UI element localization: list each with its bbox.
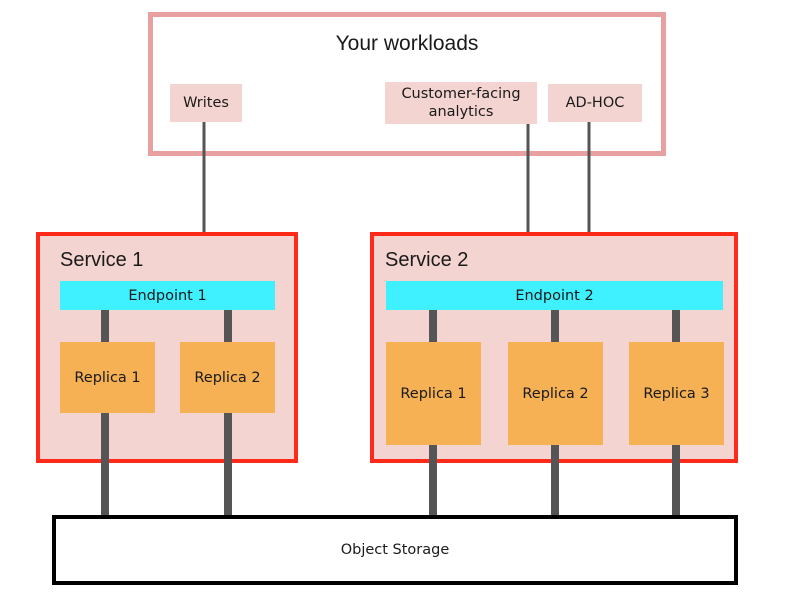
connector-s2-replica-1-to-storage xyxy=(429,445,437,517)
service-1-title: Service 1 xyxy=(60,249,144,271)
workload-chip-analytics[interactable]: Customer-facing analytics xyxy=(385,82,537,124)
connector-s2-replica-3-to-storage xyxy=(672,445,680,517)
connector-endpoint-2-to-s2-replica-1 xyxy=(429,310,437,342)
service-2-title: Service 2 xyxy=(385,249,469,271)
connector-endpoint-1-to-s1-replica-1 xyxy=(101,310,109,342)
service-2-endpoint[interactable]: Endpoint 2 xyxy=(386,281,723,310)
workloads-title: Your workloads xyxy=(335,32,479,55)
service-2-replica-2[interactable]: Replica 2 xyxy=(508,342,603,445)
connector-endpoint-2-to-s2-replica-2 xyxy=(551,310,559,342)
workload-chip-adhoc[interactable]: AD-HOC xyxy=(548,84,642,122)
object-storage-container[interactable]: Object Storage xyxy=(52,515,738,585)
service-1-endpoint[interactable]: Endpoint 1 xyxy=(60,281,275,310)
service-1-replica-1[interactable]: Replica 1 xyxy=(60,342,155,413)
service-2-replica-1[interactable]: Replica 1 xyxy=(386,342,481,445)
service-2-replica-3[interactable]: Replica 3 xyxy=(629,342,724,445)
connector-s2-replica-2-to-storage xyxy=(551,445,559,517)
connector-endpoint-2-to-s2-replica-3 xyxy=(672,310,680,342)
connector-s1-replica-2-to-storage xyxy=(224,413,232,517)
service-1-replica-2[interactable]: Replica 2 xyxy=(180,342,275,413)
connector-endpoint-1-to-s1-replica-2 xyxy=(224,310,232,342)
workload-chip-writes[interactable]: Writes xyxy=(170,84,242,122)
connector-s1-replica-1-to-storage xyxy=(101,413,109,517)
